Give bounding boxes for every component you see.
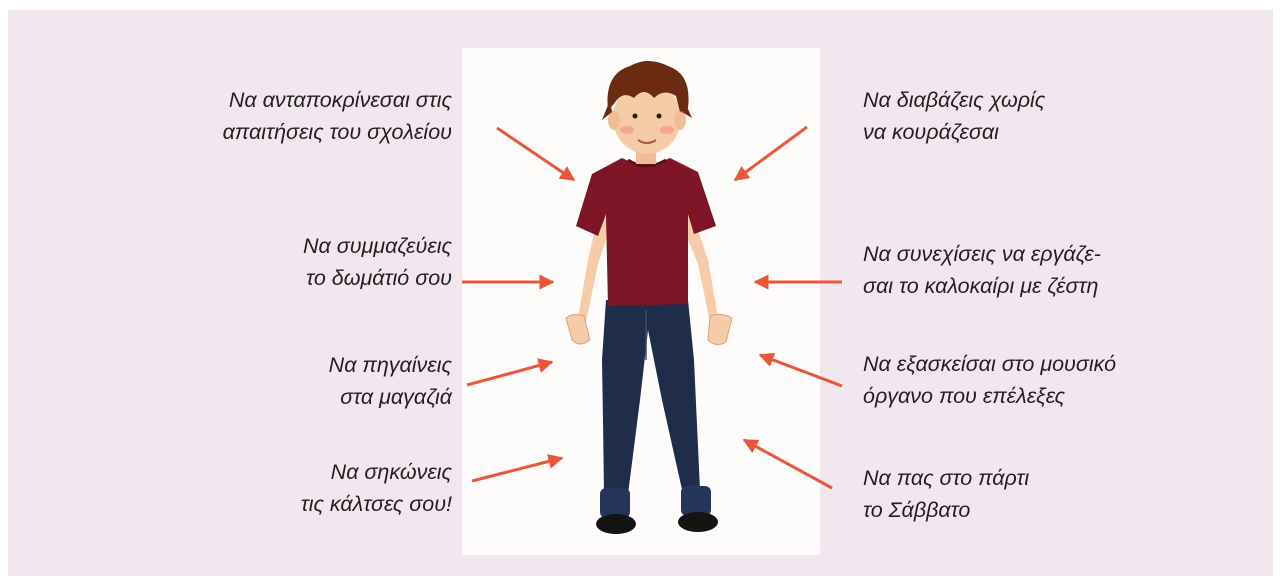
arrow-left-4 bbox=[472, 458, 562, 481]
label-left-3-line2: στα μαγαζιά bbox=[329, 381, 452, 413]
label-right-1: Να διαβάζεις χωρίς να κουράζεσαι bbox=[863, 84, 1045, 148]
label-right-2: Να συνεχίσεις να εργάζε- σαι το καλοκαίρ… bbox=[863, 238, 1101, 302]
label-left-1-line1: Να ανταποκρίνεσαι στις bbox=[223, 84, 452, 116]
arrow-left-1 bbox=[497, 128, 574, 180]
label-left-3: Να πηγαίνεις στα μαγαζιά bbox=[329, 349, 452, 413]
label-left-2: Να συμμαζεύεις το δωμάτιό σου bbox=[303, 230, 452, 294]
label-right-4-line1: Να πας στο πάρτι bbox=[863, 462, 1029, 494]
label-right-4: Να πας στο πάρτι το Σάββατο bbox=[863, 462, 1029, 526]
label-left-2-line2: το δωμάτιό σου bbox=[303, 262, 452, 294]
label-right-3: Να εξασκείσαι στο μουσικό όργανο που επέ… bbox=[863, 348, 1116, 412]
label-right-3-line1: Να εξασκείσαι στο μουσικό bbox=[863, 348, 1116, 380]
label-left-3-line1: Να πηγαίνεις bbox=[329, 349, 452, 381]
arrow-right-3 bbox=[760, 355, 842, 386]
label-right-1-line1: Να διαβάζεις χωρίς bbox=[863, 84, 1045, 116]
label-left-1-line2: απαιτήσεις του σχολείου bbox=[223, 116, 452, 148]
label-left-4: Να σηκώνεις τις κάλτσες σου! bbox=[301, 456, 452, 520]
arrow-right-4 bbox=[744, 440, 832, 488]
label-right-2-line1: Να συνεχίσεις να εργάζε- bbox=[863, 238, 1101, 270]
label-right-4-line2: το Σάββατο bbox=[863, 494, 1029, 526]
label-left-2-line1: Να συμμαζεύεις bbox=[303, 230, 452, 262]
label-right-1-line2: να κουράζεσαι bbox=[863, 116, 1045, 148]
label-right-2-line2: σαι το καλοκαίρι με ζέστη bbox=[863, 270, 1101, 302]
label-left-4-line1: Να σηκώνεις bbox=[301, 456, 452, 488]
arrow-left-3 bbox=[467, 362, 552, 385]
label-left-1: Να ανταποκρίνεσαι στις απαιτήσεις του σχ… bbox=[223, 84, 452, 148]
arrow-right-1 bbox=[735, 127, 807, 180]
label-left-4-line2: τις κάλτσες σου! bbox=[301, 488, 452, 520]
label-right-3-line2: όργανο που επέλεξες bbox=[863, 380, 1116, 412]
